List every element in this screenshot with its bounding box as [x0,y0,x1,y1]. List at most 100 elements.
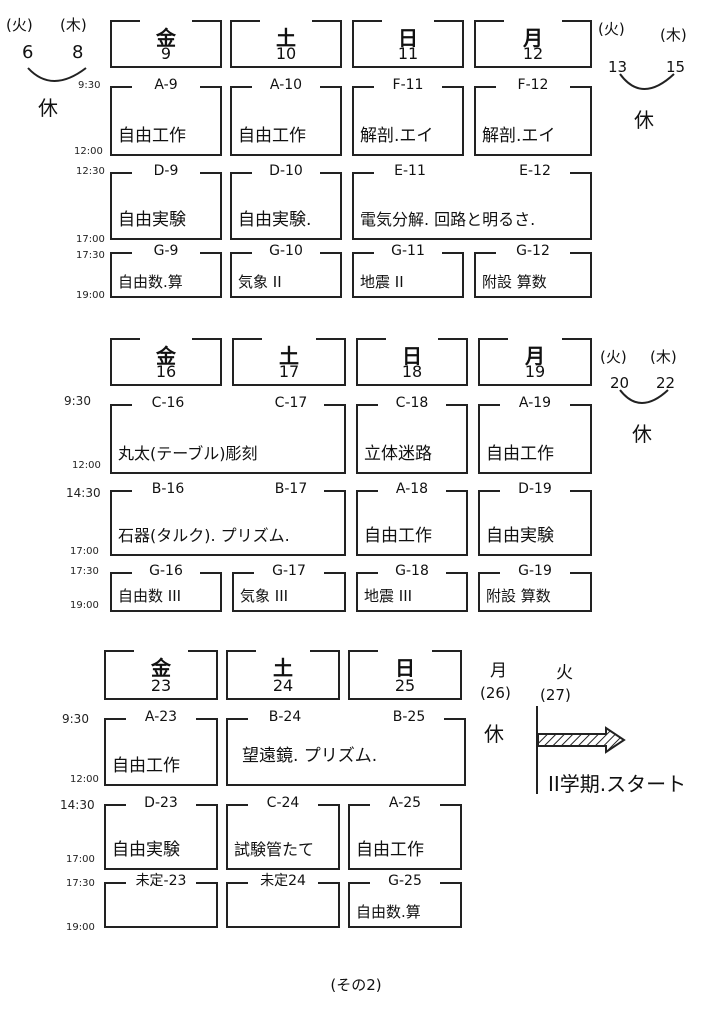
page-footer: (その2) [330,976,382,994]
cell-text: 丸太(テーブル)彫刻 [118,444,258,463]
w3-cell-b24-b25: B-24 B-25 望遠鏡. プリズム. [226,709,466,786]
w1-header-day: 日 [398,26,418,50]
w3-header-day: 日 [395,656,415,680]
w1-left-closed: 休 [38,96,58,120]
cell-code: G-9 [153,243,179,259]
w1-right-closed: 休 [634,108,654,132]
cell-code: A-23 [144,709,178,725]
cell-code: C-18 [395,395,429,411]
w1-time-1700: 17:00 [76,234,105,245]
cell-code: G-16 [149,563,183,579]
cell-text: 自由実験 [112,840,180,860]
w2-time-1730: 17:30 [70,566,99,577]
w1-cell-a10: A-10 自由工作 [230,77,342,156]
w1-cell-g11: G-11 地震 II [352,243,464,298]
cell-code: F-11 [392,77,424,93]
cell-text: 解剖.エイ [360,126,434,146]
w3-time-1200: 12:00 [70,774,99,785]
w1-header-mon: 月 12 [474,20,592,68]
w1-cell-d10: D-10 自由実験. [230,163,342,240]
cell-code: A-10 [269,77,303,93]
cell-code: A-18 [395,481,429,497]
w1-right-bracket-icon [619,73,675,90]
w2-header-day: 土 [279,344,299,368]
w3-time-1700: 17:00 [66,854,95,865]
w1-cell-g10: G-10 気象 II [230,243,342,298]
w1-header-date: 9 [160,44,172,63]
w1-left-date-8: 8 [72,42,84,63]
w3-time-1730: 17:30 [66,878,95,889]
w1-cell-a9: A-9 自由工作 [110,77,222,156]
w3-cell-undecided-23: 未定-23 [104,873,218,928]
cell-text: 附設 算数 [486,587,551,605]
w2-header-date: 18 [401,362,423,381]
w2-header-sat: 土 17 [232,338,346,386]
cell-text: 解剖.エイ [482,126,556,146]
cell-code: C-16 [151,395,185,411]
cell-code: G-19 [518,563,552,579]
w2-time-1430: 14:30 [66,486,101,500]
w1-left-bracket-icon [27,67,87,82]
w1-right-day-thu: (木) [660,26,687,44]
w2-time-1200: 12:00 [72,460,101,471]
w2-cell-d19: D-19 自由実験 [478,481,592,556]
w3-start-marker [536,706,538,794]
cell-code: 未定-23 [135,873,187,889]
w1-cell-f12: F-12 解剖.エイ [474,77,592,156]
w2-time-0930: 9:30 [64,394,91,408]
cell-code: A-9 [154,77,178,93]
w1-cell-d9: D-9 自由実験 [110,163,222,240]
cell-code: D-19 [518,481,552,497]
cell-text: 自由数.算 [118,273,183,291]
cell-text: 地震 II [360,273,404,291]
w1-time-1200: 12:00 [74,146,103,157]
cell-code: A-19 [518,395,552,411]
w1-header-date: 11 [397,44,419,63]
w3-cell-c24: C-24 試験管たて [226,795,340,870]
cell-text: 自由工作 [112,756,180,776]
cell-text: 自由実験. [238,210,312,230]
w1-left-day-tue: (火) [6,16,33,34]
w3-header-date: 24 [272,676,294,695]
w3-header-fri: 金 23 [104,650,218,700]
cell-code: F-12 [517,77,549,93]
w2-cell-g16: G-16 自由数 III [110,563,222,612]
cell-text: 立体迷路 [364,444,432,464]
w1-time-0930: 9:30 [78,80,101,91]
w1-right-day-tue: (火) [598,20,625,38]
w1-header-day: 土 [276,26,296,50]
w3-side-date-26: (26) [480,684,511,702]
w1-right-date-15: 15 [666,58,686,76]
w1-header-day: 金 [156,26,176,50]
cell-text: 自由実験 [486,526,554,546]
cell-code: D-10 [269,163,303,179]
w3-term-start: II学期.スタート [548,772,687,796]
w3-side-tue: 火 [556,663,573,683]
w2-time-1700: 17:00 [70,546,99,557]
w1-header-fri: 金 9 [110,20,222,68]
w2-right-date-22: 22 [656,374,676,392]
w1-time-1230: 12:30 [76,166,105,177]
w3-header-date: 25 [394,676,416,695]
cell-text: 自由実験 [118,210,186,230]
w2-header-date: 19 [524,362,546,381]
w1-left-day-thu: (木) [60,16,87,34]
cell-text: 自由工作 [238,126,306,146]
w3-side-closed: 休 [484,722,504,746]
w2-header-fri: 金 16 [110,338,222,386]
cell-text: 気象 II [238,273,282,291]
w2-cell-g18: G-18 地震 III [356,563,468,612]
arrow-right-icon [538,726,626,754]
w3-side-date-27: (27) [540,686,571,704]
w2-right-day-thu: (木) [650,348,677,366]
cell-code: D-23 [144,795,178,811]
w1-right-date-13: 13 [608,58,628,76]
cell-text: 自由数.算 [356,903,421,921]
w1-header-sat: 土 10 [230,20,342,68]
cell-code: G-12 [516,243,550,259]
w2-cell-a19: A-19 自由工作 [478,395,592,474]
w2-header-day: 金 [156,344,176,368]
w2-cell-c18: C-18 立体迷路 [356,395,468,474]
cell-text: 電気分解. 回路と明るさ. [360,210,536,229]
cell-code: C-17 [274,395,308,411]
